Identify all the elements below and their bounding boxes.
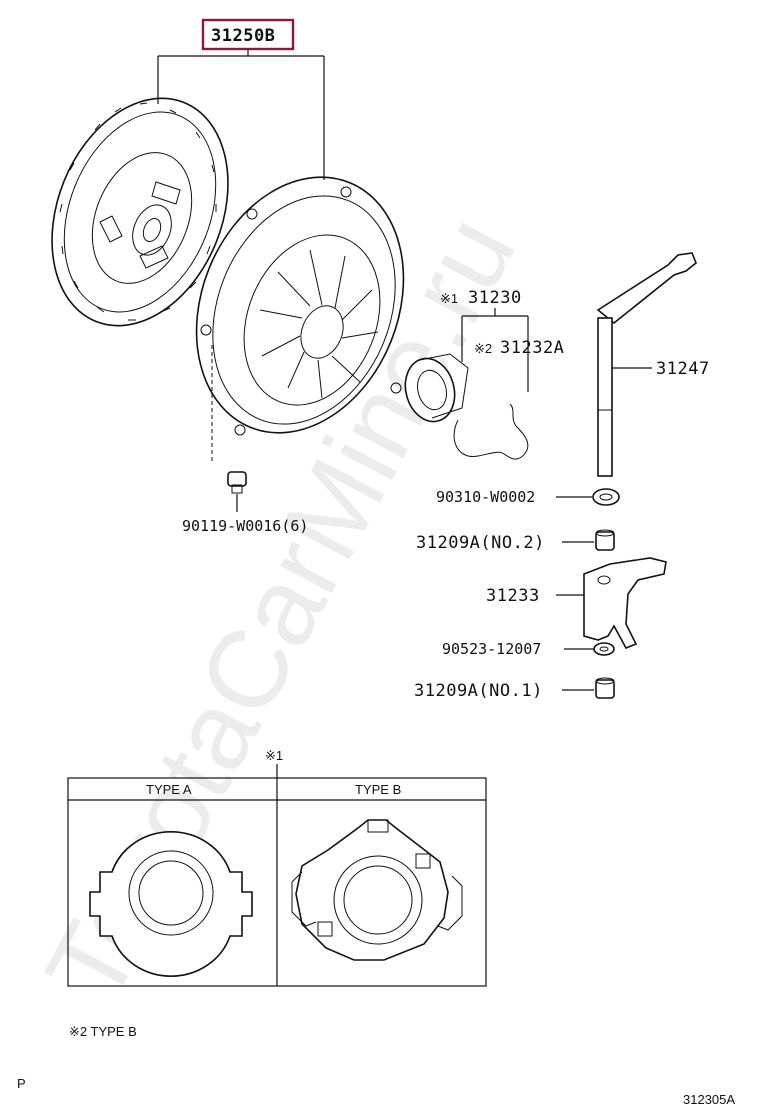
bearing-type-b-drawing bbox=[291, 819, 463, 961]
part-number-bearing-hub-clip[interactable]: 31232A bbox=[500, 338, 564, 358]
fork-washer-drawing bbox=[593, 642, 615, 656]
part-number-fork-washer[interactable]: 90523-12007 bbox=[442, 640, 541, 658]
bushing-no1-drawing bbox=[595, 677, 615, 699]
release-fork-shaft-drawing bbox=[596, 252, 697, 477]
clutch-cover-set-highlight-box[interactable] bbox=[201, 18, 295, 51]
bushing-no2-drawing bbox=[595, 529, 615, 551]
release-fork-drawing bbox=[583, 557, 667, 650]
corner-mark: P bbox=[17, 1076, 26, 1091]
inset-type-a-header: TYPE A bbox=[146, 782, 192, 797]
part-number-bushing-no2[interactable]: 31209A(NO.2) bbox=[416, 533, 545, 553]
release-bearing-drawing bbox=[404, 353, 529, 460]
clutch-disc-drawing bbox=[51, 97, 229, 327]
bearing-type-a-drawing bbox=[89, 831, 253, 977]
shaft-seal-drawing bbox=[592, 488, 620, 506]
part-number-cover-bolt[interactable]: 90119-W0016(6) bbox=[182, 517, 308, 535]
part-number-release-fork[interactable]: 31233 bbox=[486, 586, 540, 606]
inset-title-mark: ※1 bbox=[265, 748, 283, 763]
footnote-type-b: ※2 TYPE B bbox=[69, 1024, 137, 1039]
part-number-bushing-no1[interactable]: 31209A(NO.1) bbox=[414, 681, 543, 701]
clutch-cover-set-leader bbox=[157, 50, 325, 180]
cover-bolt-drawing bbox=[211, 345, 247, 512]
part-number-clutch-cover-set[interactable]: 31250B bbox=[211, 26, 275, 46]
part-number-release-bearing[interactable]: 31230 bbox=[468, 288, 522, 308]
diagram-id: 312305A bbox=[683, 1092, 735, 1107]
part-number-shaft-seal[interactable]: 90310-W0002 bbox=[436, 488, 535, 506]
clutch-cover-drawing bbox=[195, 176, 405, 436]
release-bearing-leader bbox=[461, 308, 529, 392]
inset-type-b-header: TYPE B bbox=[355, 782, 401, 797]
release-bearing-mark: ※1 bbox=[440, 291, 458, 306]
bearing-hub-clip-mark: ※2 bbox=[474, 341, 492, 356]
inset-table bbox=[67, 777, 487, 987]
part-number-release-fork-shaft[interactable]: 31247 bbox=[656, 359, 710, 379]
